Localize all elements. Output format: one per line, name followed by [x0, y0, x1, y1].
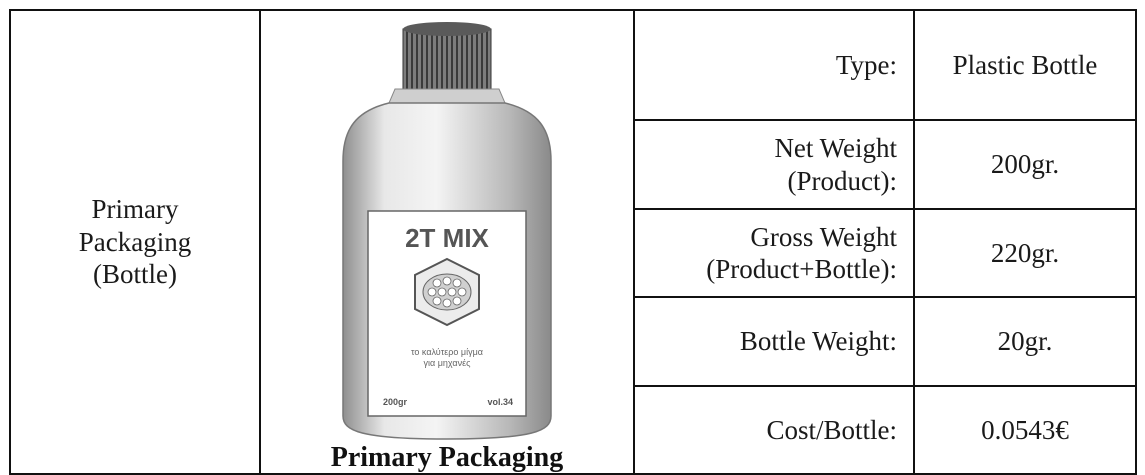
bottle-label-greek-1: το καλύτερο μίγμα	[411, 347, 483, 357]
spec-value-bottle-weight: 20gr.	[913, 296, 1137, 387]
packaging-spec-table: Primary Packaging (Bottle)	[9, 8, 1137, 475]
spec-row-type: Primary Packaging (Bottle)	[9, 8, 1137, 475]
spec-row-net-weight: Net Weight (Product): 200gr.	[10, 119, 1137, 210]
spec-key-gross-weight: Gross Weight (Product+Bottle):	[633, 207, 915, 299]
spec-key-line: Gross Weight	[750, 221, 897, 252]
spec-key-line: Net Weight	[774, 133, 897, 164]
bottle-image-cell: 2T MIX το καλύτερο μίγμα για μηχανές 200…	[259, 9, 635, 475]
spec-key-line: Cost/Bottle:	[766, 414, 897, 445]
spec-key-line: Bottle Weight:	[739, 326, 897, 357]
spec-key-cost: Cost/Bottle:	[633, 384, 915, 475]
spec-row-bottle-weight: Bottle Weight: 20gr.	[10, 296, 1137, 387]
spec-key-line: (Product):	[787, 165, 897, 196]
bottle-icon: 2T MIX το καλύτερο μίγμα για μηχανές 200…	[342, 22, 552, 440]
spec-value-gross-weight: 220gr.	[913, 207, 1137, 299]
spec-key-line: (Product+Bottle):	[706, 254, 897, 285]
spec-key-net-weight: Net Weight (Product):	[633, 119, 915, 210]
section-label-line-2: Packaging	[78, 226, 192, 257]
bottle-label-vol: vol.34	[487, 397, 513, 407]
spec-row-gross-weight: Gross Weight (Product+Bottle): 220gr.	[10, 207, 1137, 299]
section-label-line-1: Primary	[91, 194, 179, 225]
spec-value-cost: 0.0543€	[913, 384, 1137, 475]
section-label-line-3: (Bottle)	[93, 259, 177, 290]
spec-value-net-weight: 200gr.	[913, 119, 1137, 210]
spec-key-line: Type:	[835, 50, 897, 81]
section-label-cell: Primary Packaging (Bottle)	[9, 9, 261, 475]
spec-key-bottle-weight: Bottle Weight:	[633, 296, 915, 387]
bottle-label-title: 2T MIX	[405, 223, 489, 253]
bottle-label-weight: 200gr	[383, 397, 408, 407]
image-caption: Primary Packaging	[330, 442, 564, 473]
bottle-label-greek-2: για μηχανές	[424, 358, 472, 368]
spec-key-type: Type:	[633, 8, 915, 122]
spec-value-type: Plastic Bottle	[913, 8, 1137, 122]
bottle-image: 2T MIX το καλύτερο μίγμα για μηχανές 200…	[261, 11, 633, 473]
